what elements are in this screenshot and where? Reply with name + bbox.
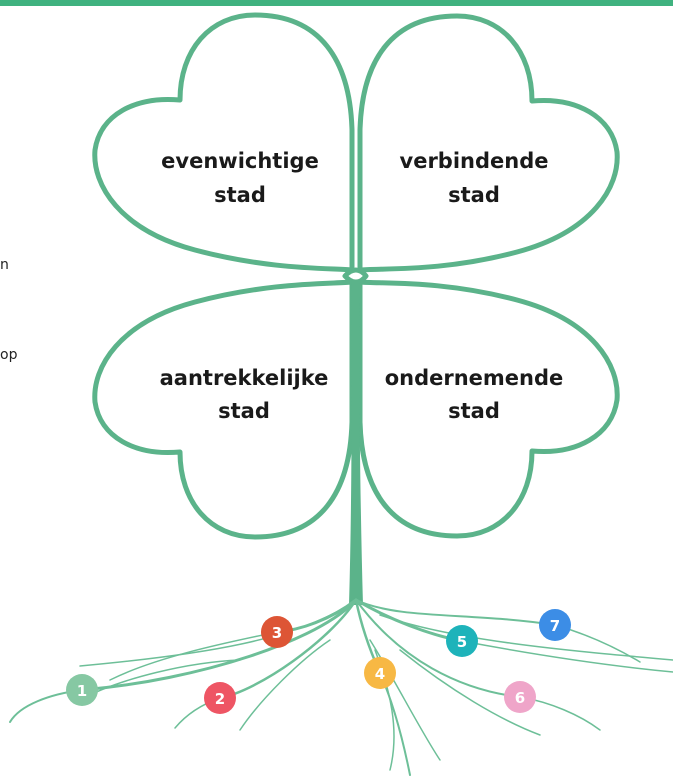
root-badge-4[interactable]: 4 xyxy=(364,657,396,689)
leaf-label-top-left-line1: evenwichtige xyxy=(161,149,319,173)
badge-number: 1 xyxy=(77,682,87,700)
badge-number: 5 xyxy=(457,633,467,651)
leaf-outline-bottom-right xyxy=(357,279,620,539)
leaf-outline-top-left xyxy=(92,12,355,273)
leaf-label-bottom-right-line1: ondernemende xyxy=(385,366,564,390)
leaf-label-bottom-left-line1: aantrekkelijke xyxy=(160,366,329,390)
root-badge-1[interactable]: 1 xyxy=(66,674,98,706)
leaf-label-bottom-right-line2: stad xyxy=(448,399,500,423)
root-badge-3[interactable]: 3 xyxy=(261,616,293,648)
badge-number: 4 xyxy=(375,665,385,683)
badge-number: 3 xyxy=(272,624,282,642)
cropped-side-text: op xyxy=(0,347,18,363)
roots xyxy=(9,598,673,776)
root-badge-2[interactable]: 2 xyxy=(204,682,236,714)
root-badge-7[interactable]: 7 xyxy=(539,609,571,641)
badge-number: 7 xyxy=(550,617,560,635)
leaf-outline-top-right xyxy=(357,13,620,273)
top-accent-bar xyxy=(0,0,673,6)
badge-number: 6 xyxy=(515,689,525,707)
root-badge-6[interactable]: 6 xyxy=(504,681,536,713)
leaf-label-top-right-line2: stad xyxy=(448,183,500,207)
badge-number: 2 xyxy=(215,690,225,708)
cropped-side-text: n xyxy=(0,257,9,273)
clover-stem xyxy=(349,282,363,605)
leaf-label-bottom-left-line2: stad xyxy=(218,399,270,423)
leaf-label-top-right-line1: verbindende xyxy=(400,149,549,173)
root-badge-5[interactable]: 5 xyxy=(446,625,478,657)
leaf-label-top-left-line2: stad xyxy=(214,183,266,207)
clover-center-knot xyxy=(342,267,369,285)
leaf-outline-bottom-left xyxy=(92,279,355,540)
